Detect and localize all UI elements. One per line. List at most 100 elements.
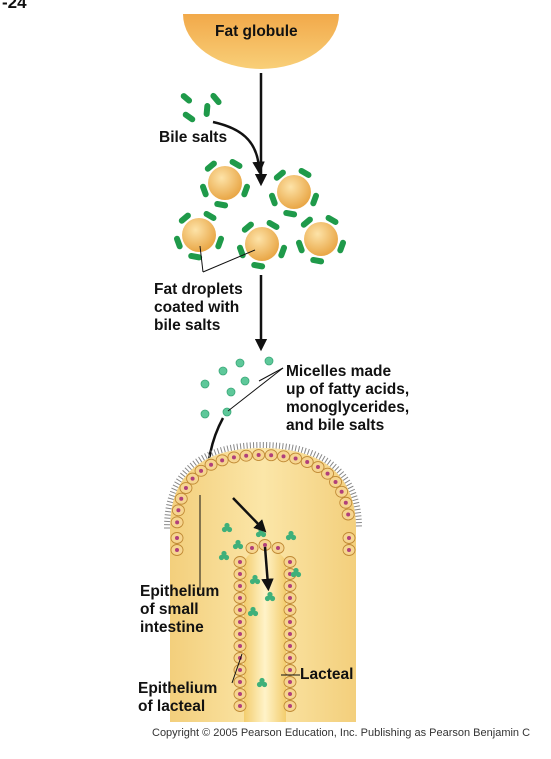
cell-nucleus	[288, 584, 292, 588]
epithelial-cell	[289, 452, 303, 465]
cell-nucleus	[315, 465, 320, 470]
bile-salt	[214, 200, 229, 209]
bile-salt	[173, 235, 183, 250]
cell-nucleus	[199, 468, 204, 473]
cell-nucleus	[288, 668, 292, 672]
fat-droplet	[268, 167, 320, 218]
cell-nucleus	[220, 458, 225, 463]
cell-nucleus	[343, 500, 348, 505]
bile-salts-label: Bile salts	[159, 129, 228, 146]
lacteal-label: Lacteal	[300, 666, 354, 683]
bile-salt	[268, 192, 278, 207]
bile-salt	[241, 183, 251, 198]
bile-salt	[215, 235, 225, 250]
bile-salt	[178, 212, 191, 224]
cell-nucleus	[238, 620, 242, 624]
fat-globule	[183, 14, 339, 69]
cell-nucleus	[238, 704, 242, 708]
epithelial-cell	[194, 464, 208, 477]
cell-nucleus	[346, 512, 351, 517]
epithelium-small-intestine-label: Epithelium of small intestine	[140, 583, 220, 636]
bile-salt	[204, 160, 217, 172]
epithelial-cell	[277, 450, 290, 463]
bile-salt	[310, 192, 320, 207]
bile-salt	[337, 239, 347, 254]
cell-nucleus	[256, 453, 261, 458]
chylomicron	[218, 550, 230, 561]
epithelium-lacteal-label: Epithelium of lacteal	[138, 680, 218, 715]
chylomicron	[247, 606, 259, 617]
epithelial-cell	[300, 456, 314, 468]
fat-droplet	[199, 158, 251, 209]
epithelial-cell	[341, 508, 355, 521]
cell-nucleus	[269, 453, 274, 458]
free-bile-salts	[180, 92, 222, 123]
epithelium-lacteal-cells	[233, 539, 297, 712]
cell-nucleus	[276, 546, 280, 550]
arrow-into-villus	[232, 497, 267, 533]
fat-droplets-pointers	[199, 245, 256, 273]
cell-nucleus	[288, 608, 292, 612]
cell-nucleus	[238, 632, 242, 636]
epithelial-cell	[342, 544, 356, 556]
lacteal-cell	[233, 556, 247, 568]
chylomicron-clusters	[218, 522, 302, 688]
figure-number: -24	[2, 0, 27, 12]
arrow-into-lacteal	[261, 546, 274, 592]
lacteal-cell	[258, 539, 272, 551]
epithelial-cell	[342, 532, 356, 544]
epithelial-cell	[179, 482, 193, 494]
cell-nucleus	[347, 548, 351, 552]
epithelial-cell	[335, 485, 349, 498]
bile-salt	[203, 210, 217, 221]
micelle	[240, 376, 250, 386]
lacteal-cell	[283, 688, 297, 700]
cell-nucleus	[238, 608, 242, 612]
bile-salt	[188, 252, 203, 261]
lacteal-cell	[233, 580, 247, 592]
epithelial-cell	[170, 532, 184, 544]
chylomicron	[285, 530, 297, 541]
lacteal-cell	[233, 700, 247, 712]
lacteal-cell	[233, 568, 247, 580]
cell-nucleus	[238, 572, 242, 576]
cell-nucleus	[305, 460, 310, 465]
lower-label-pointers	[199, 495, 300, 684]
cell-nucleus	[333, 479, 338, 484]
bile-salt	[278, 244, 288, 259]
cell-nucleus	[238, 668, 242, 672]
lacteal	[244, 549, 286, 722]
fat-droplet	[295, 214, 347, 265]
bile-salt	[325, 214, 339, 225]
bile-salt	[251, 261, 266, 270]
cell-nucleus	[238, 680, 242, 684]
micelle	[218, 366, 228, 376]
lacteal-cell	[245, 542, 259, 554]
epithelial-cell	[227, 451, 241, 464]
bile-salt	[295, 239, 305, 254]
cell-nucleus	[176, 508, 181, 513]
micelles	[200, 356, 274, 419]
lacteal-cell	[233, 652, 247, 664]
micelle	[200, 379, 210, 389]
bile-salt	[266, 219, 280, 230]
lacteal-cell	[283, 556, 297, 568]
lacteal-cell	[233, 664, 247, 676]
fat-droplets-label: Fat droplets coated with bile salts	[154, 281, 243, 334]
cell-nucleus	[288, 704, 292, 708]
lacteal-cell	[233, 640, 247, 652]
chylomicron	[221, 522, 233, 533]
lacteal-cell	[271, 542, 285, 554]
epithelial-cell	[204, 458, 218, 471]
fat-droplets	[173, 158, 347, 270]
fat-globule-label: Fat globule	[215, 23, 298, 40]
cell-nucleus	[263, 543, 267, 547]
cell-nucleus	[339, 489, 344, 494]
cell-nucleus	[281, 454, 286, 459]
microvilli-brush-border	[163, 442, 362, 529]
lacteal-cell	[233, 676, 247, 688]
micelle	[226, 387, 236, 397]
lacteal-cell	[233, 604, 247, 616]
lacteal-cell	[233, 628, 247, 640]
